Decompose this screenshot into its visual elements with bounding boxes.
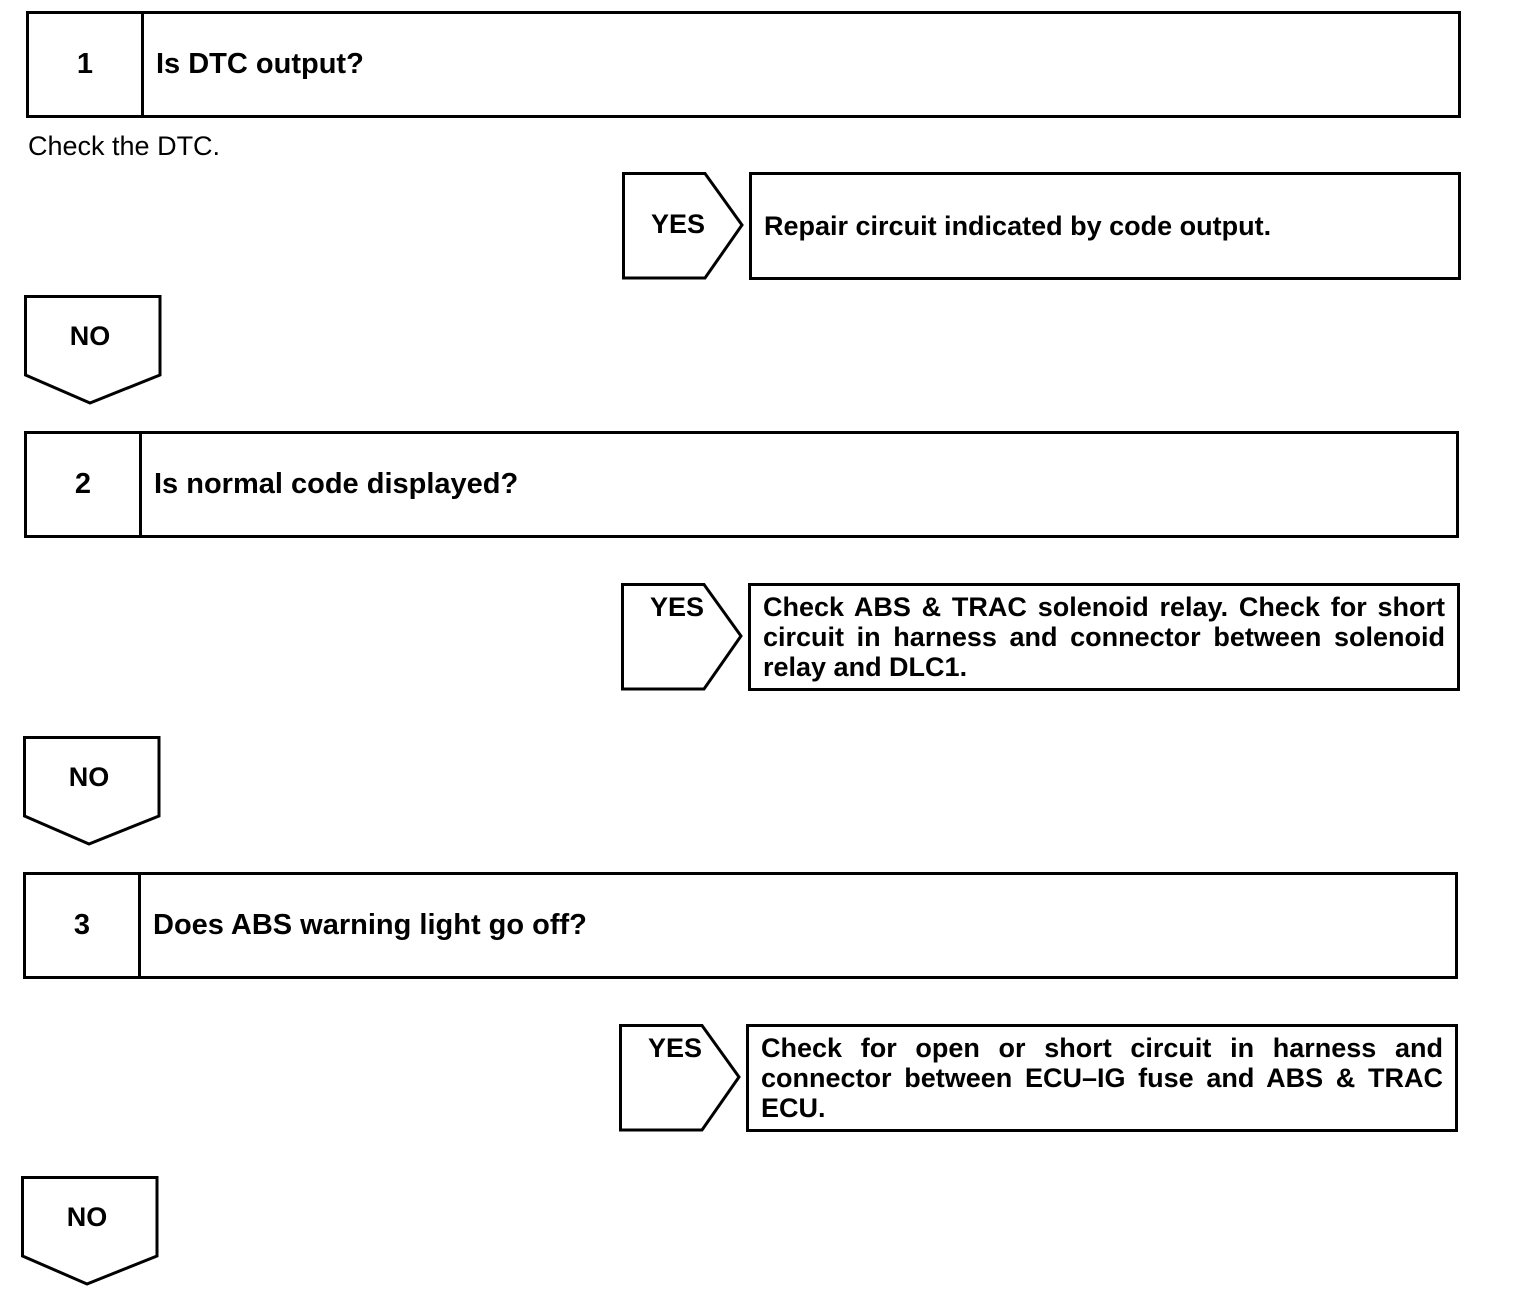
step-1-box: 1 Is DTC output?: [26, 11, 1461, 118]
step-2-yes-arrow: [621, 583, 743, 691]
step-3-box: 3 Does ABS warning light go off?: [23, 872, 1458, 979]
step-3-yes-action: Check for open or short circuit in harne…: [761, 1033, 1443, 1123]
step-1-yes-action: Repair circuit indicated by code output.: [764, 211, 1272, 241]
step-2-box: 2 Is normal code displayed?: [24, 431, 1459, 538]
step-3-no-label: NO: [66, 1202, 108, 1232]
step-3-yes-arrow: [619, 1024, 741, 1132]
step-3-yes-action-box: Check for open or short circuit in harne…: [746, 1024, 1458, 1132]
step-2-question: Is normal code displayed?: [154, 468, 519, 500]
step-3-number: 3: [26, 875, 141, 976]
step-2-yes-action-box: Check ABS & TRAC solenoid relay. Check f…: [748, 583, 1460, 691]
step-2-yes-label: YES: [649, 592, 705, 622]
step-3-yes-label: YES: [647, 1033, 703, 1063]
step-2-no-arrow: [23, 736, 161, 846]
step-3-no-arrow: [21, 1176, 159, 1286]
step-1-question: Is DTC output?: [156, 48, 364, 80]
step-1-yes-arrow: [622, 172, 744, 280]
step-1-no-arrow: [24, 295, 162, 405]
step-2-number: 2: [27, 434, 142, 535]
step-3-question: Does ABS warning light go off?: [153, 909, 587, 941]
step-1-yes-action-box: Repair circuit indicated by code output.: [749, 172, 1461, 280]
step-1-note: Check the DTC.: [28, 131, 221, 161]
step-2-no-label: NO: [68, 762, 110, 792]
step-1-number: 1: [29, 14, 144, 115]
step-1-yes-label: YES: [650, 209, 706, 239]
step-1-no-label: NO: [69, 321, 111, 351]
step-2-yes-action: Check ABS & TRAC solenoid relay. Check f…: [763, 592, 1445, 682]
